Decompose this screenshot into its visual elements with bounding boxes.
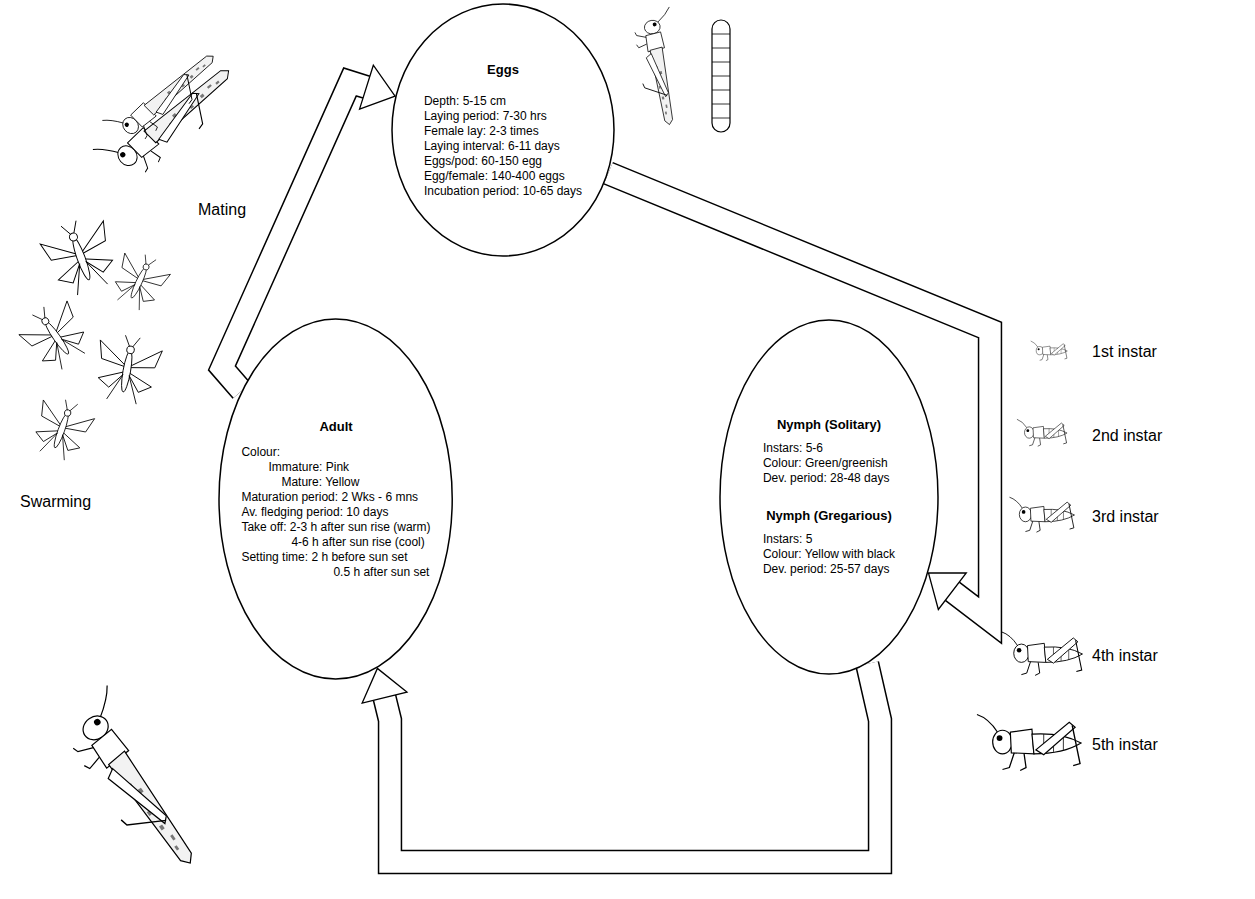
stage-detail: Mature: Yellow xyxy=(241,475,430,490)
stage-detail: Eggs/pod: 60-150 egg xyxy=(424,154,582,169)
stage-detail: 0.5 h after sun set xyxy=(241,565,430,580)
mating-male xyxy=(102,39,226,153)
illustration-part xyxy=(712,34,730,118)
arrow-head xyxy=(360,65,396,109)
stage-detail: Egg/female: 140-400 eggs xyxy=(424,169,582,184)
stage-detail: Av. fledging period: 10 days xyxy=(241,505,430,520)
stage-detail: Laying period: 7-30 hrs xyxy=(424,109,582,124)
instar-figure xyxy=(1031,341,1068,361)
stage-detail: Colour: Green/greenish xyxy=(763,456,895,471)
egg-pod xyxy=(712,20,730,132)
stage-detail: Dev. period: 28-48 days xyxy=(763,471,895,486)
stage-detail: 4-6 h after sun rise (cool) xyxy=(241,535,430,550)
stage-detail: Colour: Yellow with black xyxy=(763,547,895,562)
stage-heading: Nymph (Solitary) xyxy=(763,417,895,433)
stage-heading: Nymph (Gregarious) xyxy=(763,508,895,524)
life-stage-ellipse: EggsDepth: 5-15 cmLaying period: 7-30 hr… xyxy=(391,3,615,257)
arrow-fill xyxy=(385,664,880,862)
figure-label: 1st instar xyxy=(1090,342,1159,361)
stage-detail: Female lay: 2-3 times xyxy=(424,124,582,139)
swarming-locust xyxy=(14,294,97,378)
mating-female xyxy=(93,50,245,190)
instar-figure xyxy=(1017,419,1067,446)
stage-heading: Adult xyxy=(241,419,430,435)
figure-label: 3rd instar xyxy=(1090,507,1161,526)
figure-label: 2nd instar xyxy=(1090,426,1164,445)
stage-detail: Incubation period: 10-65 days xyxy=(424,184,582,199)
illustration-part xyxy=(712,20,730,132)
stage-detail: Take off: 2-3 h after sun rise (warm) xyxy=(241,520,430,535)
swarming-locust xyxy=(37,212,124,301)
figure-label: Mating xyxy=(196,200,248,219)
cycle-arrow xyxy=(362,664,880,862)
adult-locust xyxy=(53,685,218,881)
swarming-locust xyxy=(105,247,173,316)
stage-detail: Maturation period: 2 Wks - 6 mns xyxy=(241,490,430,505)
swarming-locust xyxy=(90,331,164,407)
stage-detail: Immature: Pink xyxy=(241,460,430,475)
egg-laying-locust xyxy=(631,7,690,128)
stage-text-block: Nymph (Solitary) Instars: 5-6Colour: Gree… xyxy=(763,417,895,577)
arrow-head xyxy=(928,573,966,610)
stage-detail: Setting time: 2 h before sun set xyxy=(241,550,430,565)
stage-heading: Eggs xyxy=(424,62,582,78)
instar-figure xyxy=(1010,497,1075,532)
ellipse-outline xyxy=(720,320,938,674)
instar-figure xyxy=(977,715,1081,771)
stage-detail: Colour: xyxy=(241,445,430,460)
stage-detail: Depth: 5-15 cm xyxy=(424,94,582,109)
figure-label: Swarming xyxy=(18,492,93,511)
swarming-locust xyxy=(26,393,97,465)
arrow-outline xyxy=(385,664,880,862)
stage-text-block: EggsDepth: 5-15 cmLaying period: 7-30 hr… xyxy=(424,62,582,199)
instar-figure xyxy=(1002,632,1083,676)
stage-detail: Laying interval: 6-11 days xyxy=(424,139,582,154)
ellipse-outline xyxy=(219,319,452,679)
life-stage-ellipse: Nymph (Solitary) Instars: 5-6Colour: Gree… xyxy=(719,319,939,675)
life-stage-ellipse: AdultColour:Immature: PinkMature: Yellow… xyxy=(218,318,453,680)
stage-detail: Instars: 5 xyxy=(763,532,895,547)
ellipse-outline xyxy=(719,319,939,675)
stage-detail: Dev. period: 25-57 days xyxy=(763,562,895,577)
arrow-head xyxy=(362,668,407,703)
stage-text-block: AdultColour:Immature: PinkMature: Yellow… xyxy=(241,419,430,580)
figure-label: 5th instar xyxy=(1090,735,1160,754)
figure-label: 4th instar xyxy=(1090,646,1160,665)
stage-detail: Instars: 5-6 xyxy=(763,441,895,456)
ellipse-outline xyxy=(392,4,614,256)
